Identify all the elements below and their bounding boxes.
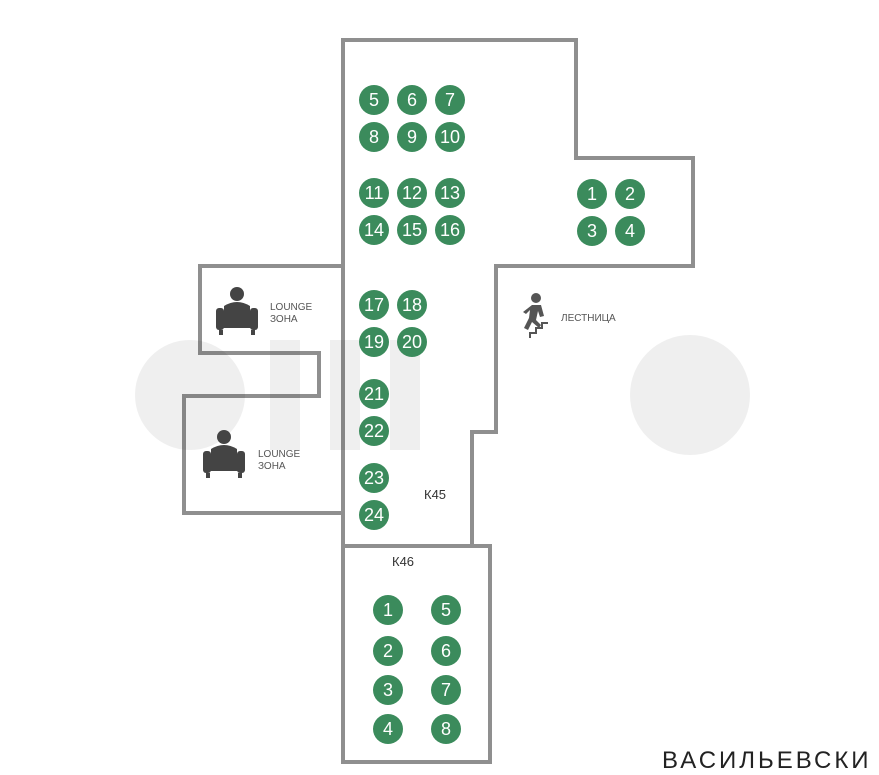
k45-seat-11[interactable]: 11 <box>359 178 389 208</box>
stairs-person-icon <box>523 293 548 338</box>
k45-seat-12[interactable]: 12 <box>397 178 427 208</box>
stairs-label: ЛЕСТНИЦА <box>561 313 616 324</box>
k45-seat-9[interactable]: 9 <box>397 122 427 152</box>
k45-seat-6[interactable]: 6 <box>397 85 427 115</box>
k45-seat-23[interactable]: 23 <box>359 463 389 493</box>
k45-seat-21[interactable]: 21 <box>359 379 389 409</box>
k45-seat-15[interactable]: 15 <box>397 215 427 245</box>
k45-seat-14[interactable]: 14 <box>359 215 389 245</box>
lounge-bottom-line2: ЗОНА <box>258 461 286 472</box>
lounge-wing-walls <box>182 264 343 515</box>
k45-seat-22[interactable]: 22 <box>359 416 389 446</box>
k46-seat-2[interactable]: 2 <box>373 636 403 666</box>
k45-seat-18[interactable]: 18 <box>397 290 427 320</box>
annex-seat-2[interactable]: 2 <box>615 179 645 209</box>
k45-seat-20[interactable]: 20 <box>397 327 427 357</box>
k45-seat-8[interactable]: 8 <box>359 122 389 152</box>
k46-seat-6[interactable]: 6 <box>431 636 461 666</box>
lounge-top-label: LOUNGE ЗОНА <box>270 302 312 326</box>
annex-seat-3[interactable]: 3 <box>577 216 607 246</box>
k45-seat-13[interactable]: 13 <box>435 178 465 208</box>
k45-seat-7[interactable]: 7 <box>435 85 465 115</box>
lounge-top-line1: LOUNGE <box>270 302 313 313</box>
annex-seat-1[interactable]: 1 <box>577 179 607 209</box>
k45-seat-17[interactable]: 17 <box>359 290 389 320</box>
armchair-person-icon <box>216 287 258 335</box>
k46-seat-1[interactable]: 1 <box>373 595 403 625</box>
k46-seat-7[interactable]: 7 <box>431 675 461 705</box>
room-k45-label: К45 <box>424 487 447 502</box>
room-k46-label: К46 <box>392 554 415 569</box>
k45-seat-10[interactable]: 10 <box>435 122 465 152</box>
watermark-logo <box>135 335 750 455</box>
armchair-person-icon <box>203 430 245 478</box>
street-label: ВАСИЛЬЕВСКИ <box>662 747 872 774</box>
k45-seat-5[interactable]: 5 <box>359 85 389 115</box>
k45-seat-19[interactable]: 19 <box>359 327 389 357</box>
k45-seat-24[interactable]: 24 <box>359 500 389 530</box>
lounge-bottom-line1: LOUNGE <box>258 449 301 460</box>
room-k45-walls <box>341 38 695 548</box>
k46-seat-3[interactable]: 3 <box>373 675 403 705</box>
k46-seat-8[interactable]: 8 <box>431 714 461 744</box>
k46-seat-4[interactable]: 4 <box>373 714 403 744</box>
k45-seat-16[interactable]: 16 <box>435 215 465 245</box>
lounge-top-line2: ЗОНА <box>270 314 298 325</box>
k46-seat-5[interactable]: 5 <box>431 595 461 625</box>
lounge-bottom-label: LOUNGE ЗОНА <box>258 449 300 473</box>
room-k46-walls <box>341 544 492 764</box>
annex-seat-4[interactable]: 4 <box>615 216 645 246</box>
